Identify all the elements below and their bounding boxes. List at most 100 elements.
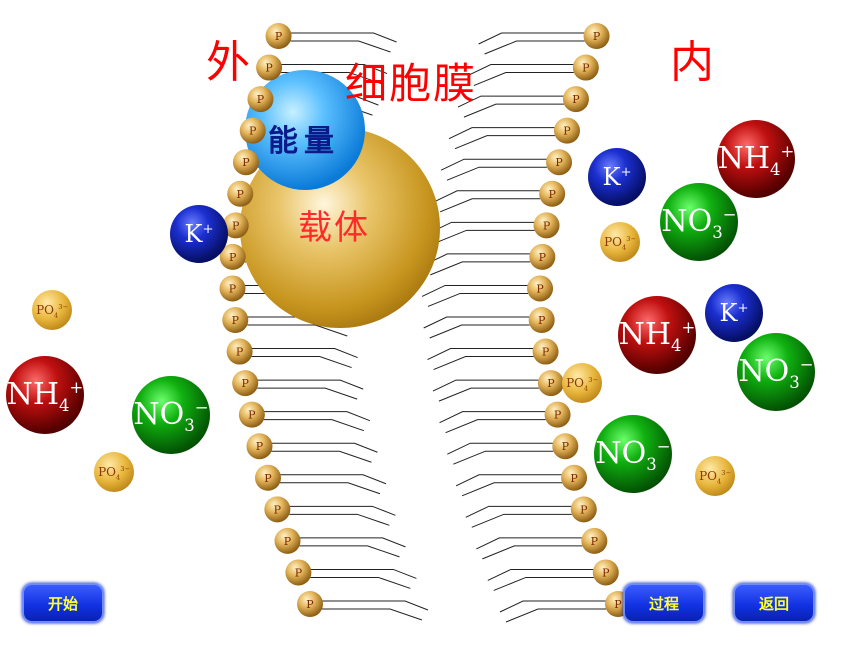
lipid-tail <box>289 505 396 516</box>
process-button[interactable]: 过程 <box>623 583 705 623</box>
lipid-tail <box>299 545 400 558</box>
lipid-tail <box>257 379 364 390</box>
lipid-tail <box>446 166 548 181</box>
phosphate-head <box>553 117 580 144</box>
lipid-tail <box>476 537 583 550</box>
phosphate-head <box>552 433 579 460</box>
phosphate-head <box>285 559 312 586</box>
phosphate-head <box>222 212 249 239</box>
back-button[interactable]: 返回 <box>733 583 815 623</box>
phosphate-head <box>219 275 246 302</box>
phosphate-head-label: P <box>232 314 240 327</box>
phosphate-head-label: P <box>602 566 610 579</box>
phosphate-head-label: P <box>242 156 250 169</box>
phosphate-head-label: P <box>257 93 265 106</box>
phosphate-head-label: P <box>543 219 551 232</box>
phosphate-ion: PO43− <box>695 456 735 496</box>
phosphate-head <box>274 527 301 554</box>
phosphate-head-label: P <box>562 440 570 453</box>
lipid-tail <box>433 356 534 371</box>
phosphate-head-label: P <box>614 598 622 611</box>
phosphate-head-label: P <box>306 598 314 611</box>
lipid-tail <box>423 316 530 329</box>
lipid-tail <box>440 158 548 171</box>
phosphate-head <box>537 370 564 397</box>
phosphate-head-label: P <box>248 409 256 422</box>
phosphate-head-label: P <box>536 282 544 295</box>
phosphate-head <box>222 307 249 333</box>
lipid-tail <box>487 568 594 581</box>
potassium-ion: K+ <box>588 148 646 206</box>
phosphate-ion: PO43− <box>562 363 602 403</box>
phosphate-ion: PO43− <box>600 222 640 262</box>
lipid-tail <box>499 600 606 613</box>
lipid-tail <box>439 411 546 424</box>
phosphate-head-label: P <box>236 346 244 359</box>
lipid-tail <box>432 379 539 392</box>
phosphate-head-label: P <box>229 282 237 295</box>
lipid-tail <box>322 600 429 611</box>
phosphate-head <box>297 591 323 617</box>
lipid-tail <box>427 348 534 361</box>
phosphate-head-label: P <box>548 188 556 201</box>
nitrate-ion: NO3− <box>737 333 815 411</box>
energy-label: 能量 <box>268 124 340 159</box>
phosphate-head <box>246 433 273 460</box>
phosphate-head-label: P <box>554 409 562 422</box>
potassium-ion: K+ <box>705 284 763 342</box>
lipid-tail <box>428 221 535 234</box>
phosphate-head <box>255 464 282 491</box>
lipid-tail <box>482 545 583 560</box>
lipid-tail <box>290 40 391 53</box>
phosphate-head-label: P <box>264 472 272 485</box>
lipid-tail <box>424 253 531 266</box>
phosphate-head-label: P <box>563 125 571 138</box>
phosphate-head <box>592 559 619 586</box>
phosphate-head-label: P <box>539 251 547 264</box>
lipid-tail <box>247 324 348 337</box>
lipid-tail <box>467 64 574 77</box>
phosphate-head-label: P <box>295 566 303 579</box>
phosphate-head-label: P <box>547 377 555 390</box>
lipid-tail <box>463 103 564 118</box>
lipid-tail <box>251 356 352 369</box>
phosphate-head <box>544 401 571 428</box>
phosphate-head-label: P <box>237 188 245 201</box>
phosphate-head-label: P <box>265 62 273 75</box>
phosphate-head <box>256 54 283 81</box>
phosphate-head <box>532 338 559 365</box>
phosphate-head-label: P <box>542 346 550 359</box>
ammonium-ion: NH4+ <box>6 356 84 434</box>
phosphate-head <box>561 464 588 491</box>
lipid-tail <box>289 513 390 526</box>
phosphate-head <box>226 338 253 365</box>
lipid-tail <box>290 32 397 43</box>
outside-label: 外 <box>206 37 250 88</box>
lipid-tail <box>465 505 572 518</box>
phosphate-head <box>562 86 589 113</box>
right-leaflet-tails <box>421 32 606 623</box>
phosphate-head-label: P <box>591 535 599 548</box>
lipid-tail <box>263 411 371 422</box>
phosphate-head <box>539 180 566 207</box>
phosphate-ion: PO43− <box>94 452 134 492</box>
phosphate-head <box>264 496 291 523</box>
lipid-tail <box>454 135 555 150</box>
phosphate-head-label: P <box>582 62 590 75</box>
lipid-tail <box>457 95 564 108</box>
phosphate-head-label: P <box>593 30 601 43</box>
phosphate-head <box>528 307 555 333</box>
phosphate-head-label: P <box>284 535 292 548</box>
lipid-tail <box>280 474 387 485</box>
phosphate-head <box>529 243 556 270</box>
lipid-tail <box>447 442 554 455</box>
phosphate-head <box>238 401 265 428</box>
phosphate-head <box>572 54 599 81</box>
phosphate-head <box>265 23 292 49</box>
phosphate-head <box>247 86 274 113</box>
phosphate-head-label: P <box>249 125 257 138</box>
nitrate-ion: NO3− <box>594 415 672 493</box>
start-button[interactable]: 开始 <box>22 583 104 623</box>
